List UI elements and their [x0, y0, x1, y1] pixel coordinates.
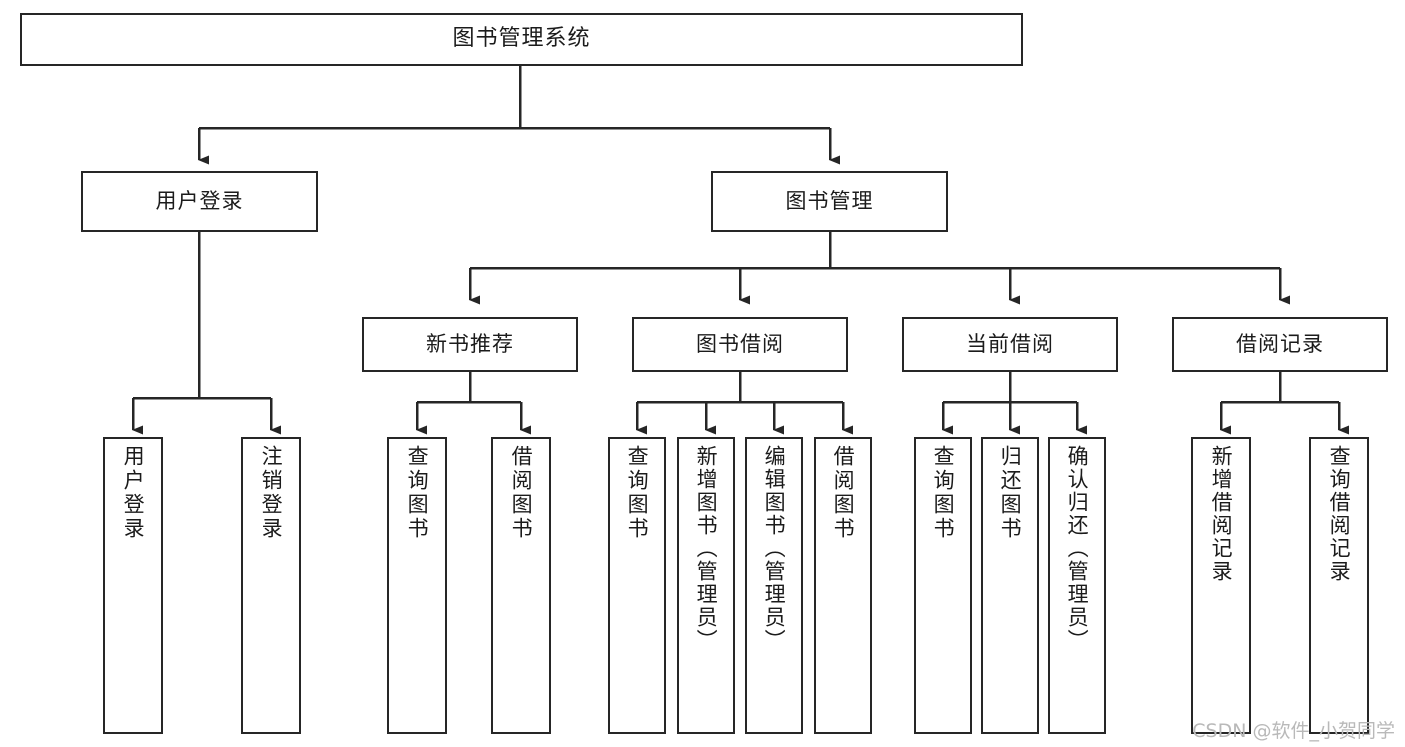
node-current-borrow[interactable]: 当前借阅: [902, 317, 1118, 372]
node-leaf-edit-book-label: 编辑图书（管理员）: [762, 445, 787, 652]
node-borrow-record-label: 借阅记录: [1236, 331, 1324, 356]
node-leaf-add-record[interactable]: 新增借阅记录: [1191, 437, 1251, 734]
node-leaf-borrow-book-2-label: 借阅图书: [831, 445, 856, 541]
node-leaf-borrow-book-2[interactable]: 借阅图书: [814, 437, 872, 734]
node-leaf-query-book-2[interactable]: 查询图书: [608, 437, 666, 734]
csdn-watermark: CSDN @软件_小贺同学: [1192, 720, 1395, 742]
node-book-manage-label: 图书管理: [785, 188, 874, 213]
node-leaf-user-logout-label: 注销登录: [259, 445, 284, 541]
node-leaf-add-book[interactable]: 新增图书（管理员）: [677, 437, 735, 734]
node-leaf-user-logout[interactable]: 注销登录: [241, 437, 301, 734]
node-leaf-query-book-1-label: 查询图书: [405, 445, 430, 541]
node-leaf-query-book-2-label: 查询图书: [625, 445, 650, 541]
node-root-label: 图书管理系统: [452, 26, 591, 52]
node-leaf-confirm-return-label: 确认归还（管理员）: [1065, 445, 1090, 652]
node-leaf-user-login[interactable]: 用户登录: [103, 437, 163, 734]
node-user-login-label: 用户登录: [155, 188, 244, 213]
node-leaf-query-book-3[interactable]: 查询图书: [914, 437, 972, 734]
node-book-manage[interactable]: 图书管理: [711, 171, 948, 232]
node-leaf-query-record-label: 查询借阅记录: [1327, 445, 1352, 583]
node-root[interactable]: 图书管理系统: [20, 13, 1023, 66]
node-leaf-edit-book[interactable]: 编辑图书（管理员）: [745, 437, 803, 734]
node-leaf-add-book-label: 新增图书（管理员）: [694, 445, 719, 652]
node-book-borrow[interactable]: 图书借阅: [632, 317, 848, 372]
node-leaf-query-record[interactable]: 查询借阅记录: [1309, 437, 1369, 734]
node-leaf-return-book[interactable]: 归还图书: [981, 437, 1039, 734]
node-leaf-return-book-label: 归还图书: [998, 445, 1023, 541]
node-leaf-query-book-1[interactable]: 查询图书: [387, 437, 447, 734]
node-leaf-borrow-book-1[interactable]: 借阅图书: [491, 437, 551, 734]
node-leaf-user-login-label: 用户登录: [121, 445, 146, 541]
node-book-borrow-label: 图书借阅: [696, 331, 784, 356]
node-current-borrow-label: 当前借阅: [966, 331, 1054, 356]
node-leaf-query-book-3-label: 查询图书: [931, 445, 956, 541]
node-leaf-borrow-book-1-label: 借阅图书: [509, 445, 534, 541]
node-user-login[interactable]: 用户登录: [81, 171, 318, 232]
node-new-book-rec-label: 新书推荐: [426, 331, 514, 356]
node-borrow-record[interactable]: 借阅记录: [1172, 317, 1388, 372]
node-new-book-rec[interactable]: 新书推荐: [362, 317, 578, 372]
node-leaf-confirm-return[interactable]: 确认归还（管理员）: [1048, 437, 1106, 734]
node-leaf-add-record-label: 新增借阅记录: [1209, 445, 1234, 583]
